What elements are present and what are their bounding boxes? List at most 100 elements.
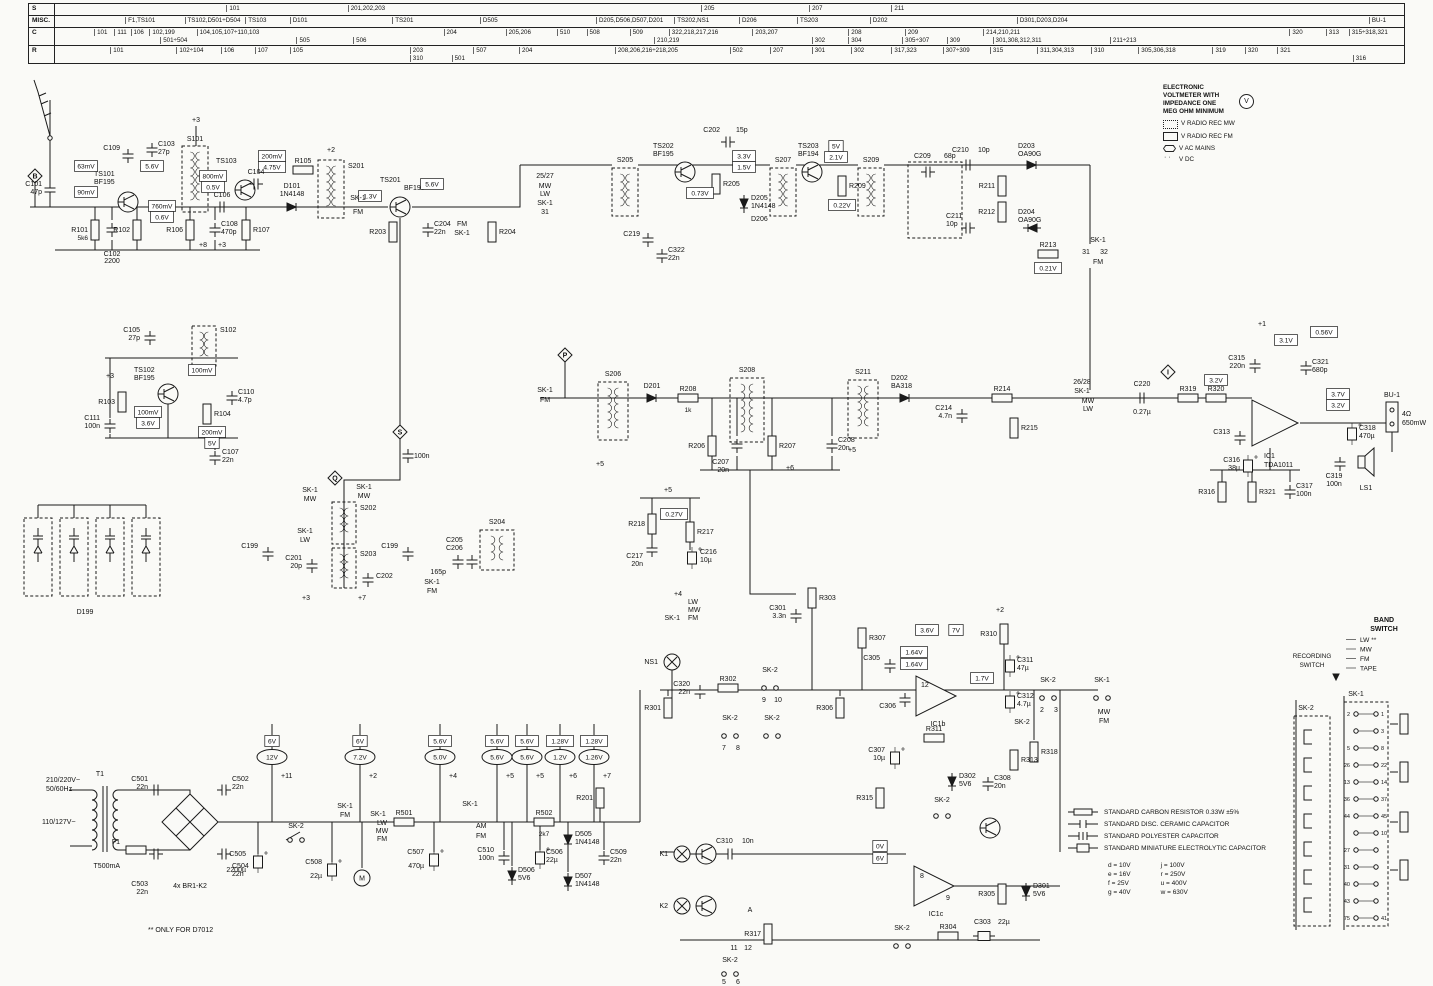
svg-text:R303: R303	[819, 595, 836, 602]
label-5: 5	[722, 979, 726, 986]
amplifier	[1251, 399, 1300, 447]
label-650mw: 650mW	[1402, 420, 1427, 427]
label-c317: C317	[1296, 483, 1313, 490]
voltage-box-3-6v: 3.6V	[915, 624, 939, 636]
label-c103: C103	[158, 141, 175, 148]
label-220n: 220n	[1229, 363, 1245, 370]
svg-text:11: 11	[730, 945, 737, 952]
svg-text:2k7: 2k7	[539, 831, 550, 838]
svg-text:C199: C199	[381, 543, 398, 550]
svg-text:R212: R212	[978, 209, 995, 216]
svg-text:R103: R103	[98, 399, 115, 406]
label-22n: 22n	[232, 784, 244, 791]
voltage-box-1-7v: 1.7V	[970, 672, 994, 684]
output-jack	[1385, 401, 1399, 433]
label-210-220v-: 210/220V~	[46, 777, 80, 784]
svg-text:+4: +4	[449, 773, 457, 780]
resistor-r204: R204	[487, 221, 516, 243]
capacitor	[452, 555, 464, 569]
resistor-r207: R207	[767, 435, 796, 457]
svg-text:1.7V: 1.7V	[975, 676, 989, 683]
svg-text:2: 2	[1347, 712, 1350, 718]
svg-text:+4: +4	[674, 591, 682, 598]
svg-text:+2: +2	[996, 607, 1004, 614]
svg-text:M: M	[359, 876, 365, 883]
resistor-r206: R206	[688, 435, 717, 457]
label-c306: C306	[879, 703, 896, 710]
svg-text:S102: S102	[220, 327, 236, 334]
resistor-r102: R102	[113, 219, 142, 241]
voltage-box-3-3v: 3.3V	[732, 150, 756, 162]
svg-text:SK-1: SK-1	[370, 811, 386, 818]
legend-label: STANDARD CARBON RESISTOR 0.33W ±5%	[1104, 808, 1240, 816]
voltage-box-1-64v: 1.64V	[900, 646, 928, 658]
label-c108: C108	[221, 221, 238, 228]
table-cell: 211	[891, 5, 904, 12]
label-k2: K2	[659, 903, 668, 910]
svg-text:36: 36	[1344, 797, 1350, 803]
voltage-box-1-64v: 1.64V	[900, 658, 928, 670]
svg-text:C313: C313	[1213, 429, 1230, 436]
table-cell: 302	[811, 37, 825, 44]
svg-text:C109: C109	[103, 145, 120, 152]
table-cell: 201,202,203	[347, 5, 385, 12]
table-cell: 203,207	[752, 29, 778, 36]
measurement-legend-row: V RADIO REC FM	[1163, 132, 1281, 141]
label-22-: 22µ	[546, 857, 558, 864]
label--4: +4	[674, 591, 682, 598]
svg-text:6V: 6V	[876, 856, 885, 863]
coil	[769, 167, 797, 217]
label-c301: C301	[769, 605, 786, 612]
svg-text:C201: C201	[285, 555, 302, 562]
transistor	[695, 843, 717, 865]
svg-text:R104: R104	[214, 411, 231, 418]
svg-text:C102: C102	[104, 251, 121, 258]
transistor	[801, 161, 823, 183]
svg-text:C308: C308	[994, 775, 1011, 782]
label-c307: C307	[868, 747, 885, 754]
svg-text:C303: C303	[974, 919, 991, 926]
label-22n: 22n	[434, 229, 446, 236]
label-22n: 22n	[678, 689, 690, 696]
svg-text:FM: FM	[457, 221, 467, 228]
diode	[563, 831, 573, 849]
voltage-code: r = 250V	[1160, 871, 1186, 878]
capacitor	[826, 439, 838, 453]
label-c311: C311	[1017, 657, 1033, 664]
voltage-box-0-6v: 0.6V	[150, 211, 174, 223]
label-20p: 20p	[290, 563, 302, 570]
label-9: 9	[762, 697, 766, 704]
voltage-test-point: 5.6V5.6V+5	[511, 724, 544, 822]
svg-text:75: 75	[1344, 916, 1350, 922]
label-27p: 27p	[158, 149, 170, 156]
svg-text:SK-1: SK-1	[302, 487, 318, 494]
label--only-for-d7012: ** ONLY FOR D7012	[148, 927, 213, 934]
svg-text:10µ: 10µ	[873, 755, 885, 762]
svg-text:12V: 12V	[266, 755, 278, 762]
capacitor	[961, 222, 975, 234]
svg-text:C205: C205	[446, 537, 463, 544]
svg-text:0.22V: 0.22V	[833, 203, 851, 210]
table-cell: BU-1	[1368, 17, 1386, 24]
svg-text:2: 2	[1040, 707, 1044, 714]
svg-text:SK-2: SK-2	[762, 667, 778, 674]
label-c509: C509	[610, 849, 627, 856]
measurement-legend-row: V RADIO REC MW	[1163, 119, 1281, 129]
svg-text:0.6V: 0.6V	[155, 215, 169, 222]
svg-text:D101: D101	[284, 183, 301, 190]
svg-text:S205: S205	[617, 157, 633, 164]
svg-text:R302: R302	[720, 676, 737, 683]
label-c104: C104	[248, 169, 265, 176]
voltmeter-note-line: IMPEDANCE ONE	[1163, 100, 1217, 107]
table-cell: 322,218,217,216	[668, 29, 718, 36]
capacitor	[402, 449, 414, 463]
label-c208: C208	[838, 437, 855, 444]
label-s202: S202	[360, 505, 376, 512]
voltage-box-7v: 7V	[948, 624, 964, 636]
svg-text:680p: 680p	[1312, 367, 1328, 374]
svg-text:C104: C104	[248, 169, 265, 176]
voltage-box-63mv: 63mV	[74, 160, 98, 172]
label-c210: C210	[952, 147, 969, 154]
